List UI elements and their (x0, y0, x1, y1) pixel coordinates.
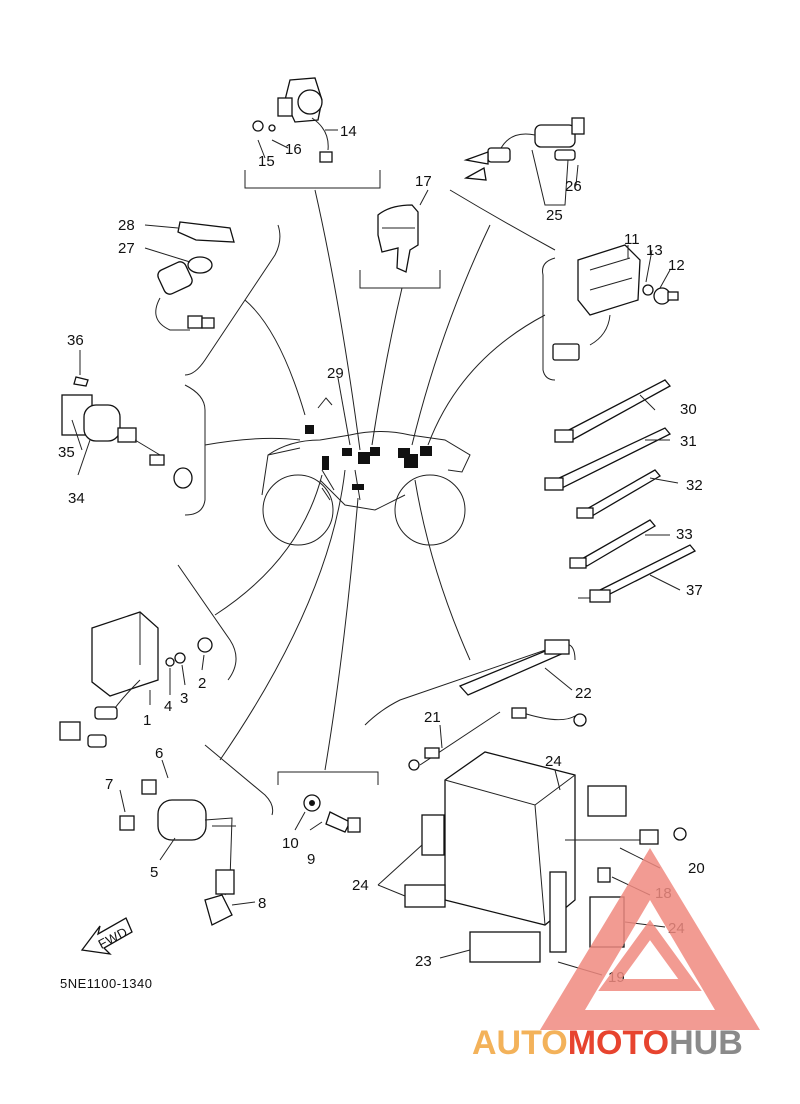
callout-12: 12 (668, 257, 685, 274)
callout-3: 3 (180, 690, 188, 707)
callout-36: 36 (67, 332, 84, 349)
diagram-code: 5NE1100-1340 (60, 976, 153, 991)
neutral-switch-part (303, 794, 361, 833)
battery-part (404, 639, 687, 963)
callout-8: 8 (258, 895, 266, 912)
watermark-part-2: MOTO (568, 1024, 669, 1062)
watermark-part-1: AUTO (472, 1024, 568, 1062)
callout-25: 25 (546, 207, 563, 224)
callout-20: 20 (688, 860, 705, 877)
callout-21: 21 (424, 709, 441, 726)
callout-31: 31 (680, 433, 697, 450)
sender-part (155, 221, 235, 331)
callout-4: 4 (164, 698, 172, 715)
fwd-arrow: FWD (80, 917, 133, 955)
cable-ties (544, 379, 697, 603)
watermark-text: AUTOMOTOHUB (472, 1024, 743, 1062)
switch-part (61, 376, 193, 489)
ignition-coil-part (119, 779, 236, 926)
callout-1: 1 (143, 712, 151, 729)
callout-13: 13 (646, 242, 663, 259)
callout-5: 5 (150, 864, 158, 881)
callout-11: 11 (624, 231, 640, 248)
callout-6: 6 (155, 745, 163, 762)
regulator-part (552, 244, 679, 361)
callout-22: 22 (575, 685, 592, 702)
callout-16: 16 (285, 141, 302, 158)
callout-26: 26 (565, 178, 582, 195)
callout-34: 34 (68, 490, 85, 507)
callout-labels: 1 2 3 4 5 6 7 8 9 10 11 12 13 14 15 16 1… (58, 123, 705, 986)
callout-leaders (71, 129, 681, 976)
callout-7: 7 (105, 776, 113, 793)
section-brackets (177, 170, 598, 816)
callout-17: 17 (415, 173, 432, 190)
callout-9: 9 (307, 851, 315, 868)
callout-35: 35 (58, 444, 75, 461)
starter-relay-part (252, 77, 333, 163)
callout-15: 15 (258, 153, 275, 170)
callout-24: 24 (545, 753, 562, 770)
callout-14: 14 (340, 123, 357, 140)
cover-part (377, 204, 419, 273)
callout-30: 30 (680, 401, 697, 418)
watermark-logo (540, 848, 760, 1030)
callout-32: 32 (686, 477, 703, 494)
callout-37: 37 (686, 582, 703, 599)
callout-2: 2 (198, 675, 206, 692)
callout-10: 10 (282, 835, 299, 852)
callout-27: 27 (118, 240, 135, 257)
callout-24-left: 24 (352, 877, 369, 894)
cdi-unit-part (59, 611, 213, 748)
callout-33: 33 (676, 526, 693, 543)
flasher-part (463, 117, 585, 181)
watermark-part-3: HUB (669, 1024, 743, 1062)
leader-lines (204, 189, 546, 771)
callout-29: 29 (327, 365, 344, 382)
callout-23: 23 (415, 953, 432, 970)
vehicle-frame (261, 397, 471, 546)
callout-28: 28 (118, 217, 135, 234)
